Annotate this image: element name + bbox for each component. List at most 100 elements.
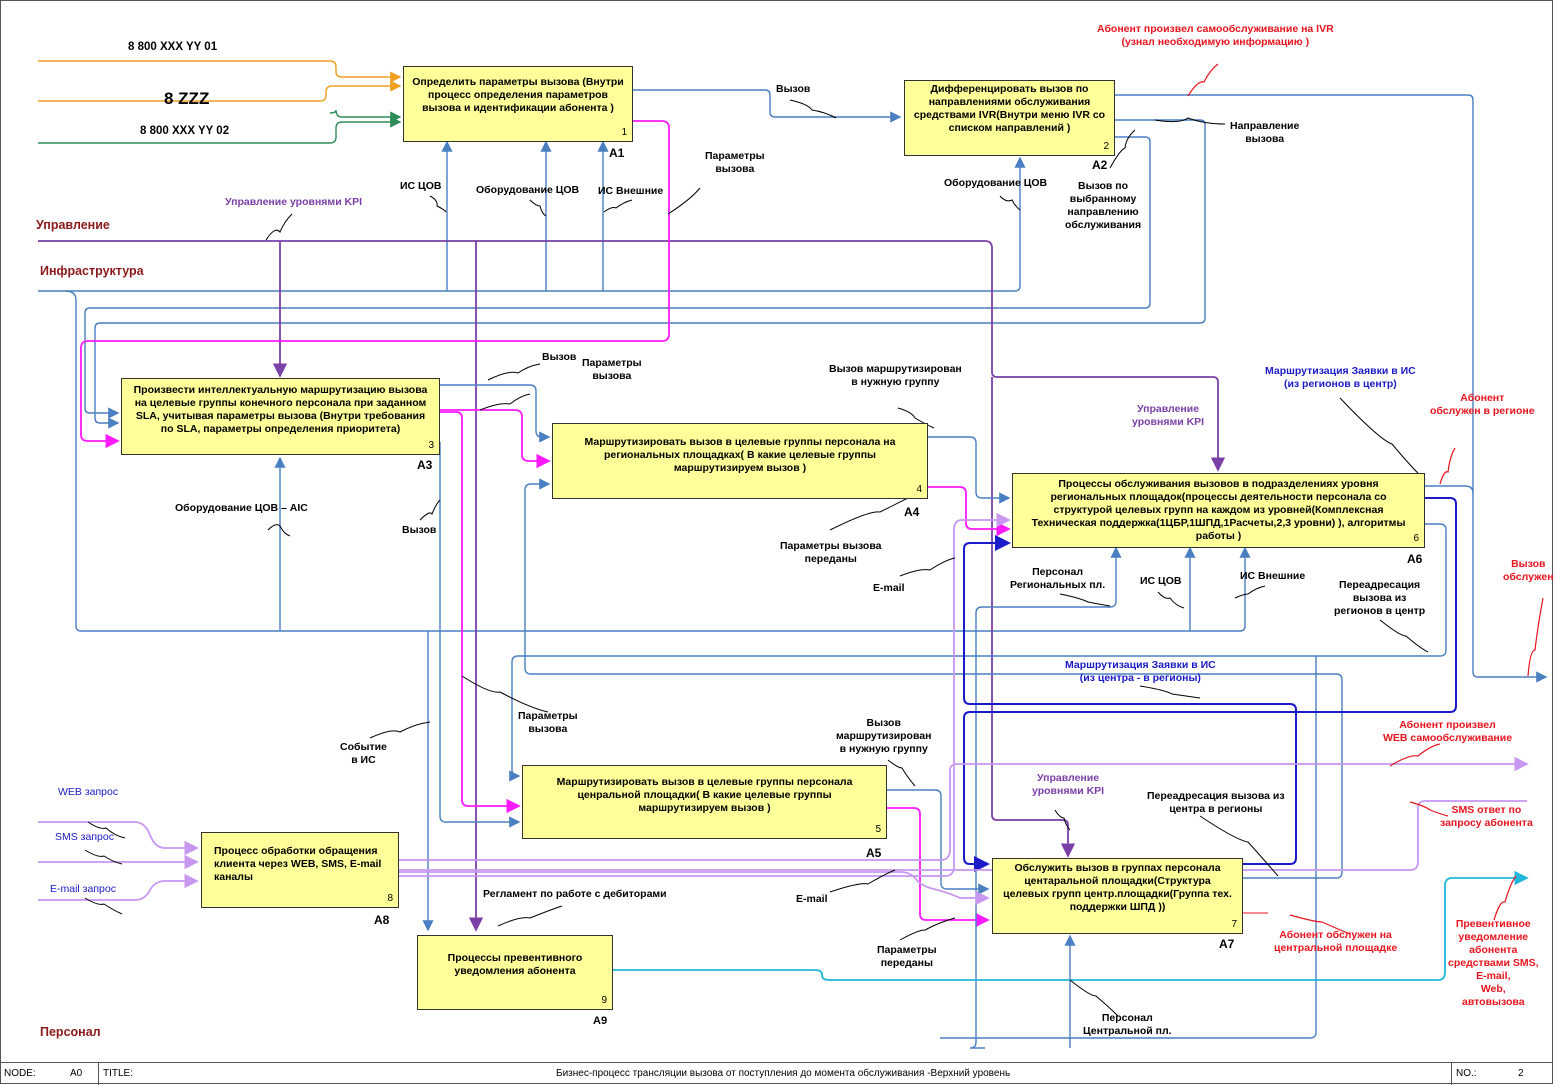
squiggle-29	[84, 849, 123, 865]
squiggle-2	[429, 195, 447, 213]
phone-number-3: 8 800 XXX YY 02	[140, 125, 230, 137]
label-served-region: Абонент обслужен в регионе	[1430, 392, 1535, 417]
label-call-3: Вызов	[402, 524, 437, 536]
process-box-a5-number: 5	[875, 824, 881, 835]
label-preventive-notice: Превентивное уведомление абонента средст…	[1448, 918, 1539, 1008]
a8-to-a6-email	[399, 512, 1011, 877]
input-line-orange-1	[38, 60, 402, 83]
label-params-passed-2: Параметры переданы	[877, 944, 937, 969]
squiggle-5	[667, 187, 701, 215]
squiggle-16	[899, 557, 956, 577]
preventive-output	[613, 870, 1529, 981]
process-box-a7-text: Обслужить вызов в группах персонала цент…	[1003, 862, 1232, 913]
footer-node-label: NODE:	[4, 1068, 36, 1079]
red-squiggle-1	[1187, 63, 1219, 97]
label-reglament: Регламент по работе с дебиторами	[483, 888, 667, 900]
a3-to-a4-params	[440, 409, 551, 469]
process-box-a7[interactable]: Обслужить вызов в группах персонала цент…	[992, 858, 1243, 934]
a5-to-a7-call	[887, 789, 990, 895]
squiggle-32	[829, 869, 896, 893]
route-center-to-region	[963, 535, 1297, 865]
squiggle-10	[487, 363, 541, 381]
footer-bar: NODE: A0 TITLE: Бизнес-процесс трансляци…	[0, 1062, 1553, 1085]
squiggle-4	[603, 199, 633, 213]
email-request	[38, 873, 199, 901]
a8-to-a7-email	[399, 871, 990, 906]
infrastructure-line	[38, 156, 1026, 292]
process-box-a1-number: 1	[621, 127, 627, 138]
label-sms-request: SMS запрос	[55, 831, 114, 843]
a4-to-a6-params	[928, 486, 1011, 537]
label-call-2: Вызов	[542, 351, 577, 363]
a1-to-a2-call	[633, 89, 902, 123]
squiggle-20	[1379, 619, 1429, 653]
process-box-a8-number: 8	[387, 893, 393, 904]
a8-sms-answer	[399, 800, 1527, 871]
process-box-a3-text: Произвести интеллектуальную маршрутизаци…	[133, 384, 428, 435]
squiggle-14	[897, 407, 935, 429]
label-equip-aic: Оборудование ЦОВ – AIC	[175, 502, 308, 514]
control-a7	[991, 377, 1076, 858]
process-box-a2[interactable]: Дифференцировать вызов по направлениями …	[904, 80, 1115, 156]
process-box-a6[interactable]: Процессы обслуживания вызовов в подразде…	[1012, 473, 1425, 548]
label-equip-1: Оборудование ЦОВ	[476, 184, 580, 196]
label-routed-group-2: Вызов маршрутизирован в нужную группу	[836, 717, 932, 755]
label-params-passed-1: Параметры вызова переданы	[780, 540, 882, 565]
squiggle-19	[1234, 585, 1266, 599]
label-web-request: WEB запрос	[58, 786, 119, 798]
process-box-a7-number: 7	[1231, 919, 1237, 930]
a1-params-out	[80, 120, 670, 449]
label-sms-answer: SMS ответ по запросу абонента	[1440, 804, 1533, 829]
label-equip-2: Оборудование ЦОВ	[944, 177, 1048, 189]
red-squiggle-2	[1439, 447, 1456, 485]
squiggle-34	[1069, 979, 1119, 1017]
phone-number-1: 8 800 XXX YY 01	[128, 41, 218, 53]
process-box-a5-text: Маршрутизировать вызов в целевые группы …	[556, 776, 853, 814]
label-redirect-region-center: Переадресация вызова из регионов в центр	[1334, 579, 1426, 617]
process-box-a5[interactable]: Маршрутизировать вызов в целевые группы …	[522, 765, 887, 839]
process-box-a6-text: Процессы обслуживания вызовов в подразде…	[1031, 478, 1406, 542]
a3-to-a4-call	[440, 384, 551, 443]
a4-to-a6-call	[928, 436, 1011, 504]
label-served-central: Абонент обслужен на центральной площадке	[1274, 929, 1398, 954]
a5-to-a7-params	[887, 807, 990, 928]
process-box-a1[interactable]: Определить параметры вызова (Внутри проц…	[403, 66, 633, 142]
staff-reg-line	[969, 546, 1122, 1049]
label-is-ext-2: ИС Внешние	[1240, 570, 1306, 582]
process-box-a8[interactable]: Процесс обработки обращения клиента чере…	[201, 832, 399, 908]
process-box-a9[interactable]: Процессы превентивного уведомления абоне…	[417, 935, 613, 1010]
process-box-a4-text: Маршрутизировать вызов в целевые группы …	[584, 436, 896, 474]
squiggle-31	[497, 905, 563, 927]
input-line-green-2	[329, 109, 402, 123]
a2-output-right	[1115, 94, 1548, 683]
node-label-a9: A9	[593, 1015, 608, 1027]
label-routed-group-1: Вызов маршрутизирован в нужную группу	[829, 363, 962, 388]
label-email-request: E-mail запрос	[50, 883, 116, 895]
red-squiggle-6	[1289, 914, 1351, 935]
squiggle-27	[1199, 815, 1279, 877]
squiggle-7	[1154, 117, 1226, 125]
process-box-a3[interactable]: Произвести интеллектуальную маршрутизаци…	[121, 378, 440, 455]
squiggle-24	[461, 675, 549, 713]
label-params-2: Параметры вызова	[582, 357, 642, 382]
squiggle-22	[1139, 685, 1201, 699]
squiggle-1	[265, 213, 293, 241]
squiggle-3	[529, 199, 547, 217]
process-box-a4-number: 4	[916, 484, 922, 495]
process-box-a4[interactable]: Маршрутизировать вызов в целевые группы …	[552, 423, 928, 499]
label-staff-regional: Персонал Региональных пл.	[1010, 566, 1106, 591]
red-squiggle-5	[1409, 801, 1449, 817]
label-kpi-1: Управление уровнями KPI	[225, 196, 363, 208]
label-route-request-region-center: Маршрутизация Заявки в ИС (из регионов в…	[1265, 365, 1416, 390]
label-staff-central: Персонал Центральной пл.	[1083, 1012, 1172, 1037]
squiggle-28	[87, 821, 126, 839]
web-request	[38, 821, 199, 856]
squiggle-17	[1059, 593, 1111, 607]
input-line-orange-2	[38, 80, 402, 102]
phone-number-2: 8 ZZZ	[164, 89, 210, 108]
squiggle-11	[479, 393, 531, 411]
a3-to-a5-params	[440, 411, 521, 814]
label-ivr-self-service: Абонент произвел самообслуживание на IVR…	[1097, 23, 1334, 48]
